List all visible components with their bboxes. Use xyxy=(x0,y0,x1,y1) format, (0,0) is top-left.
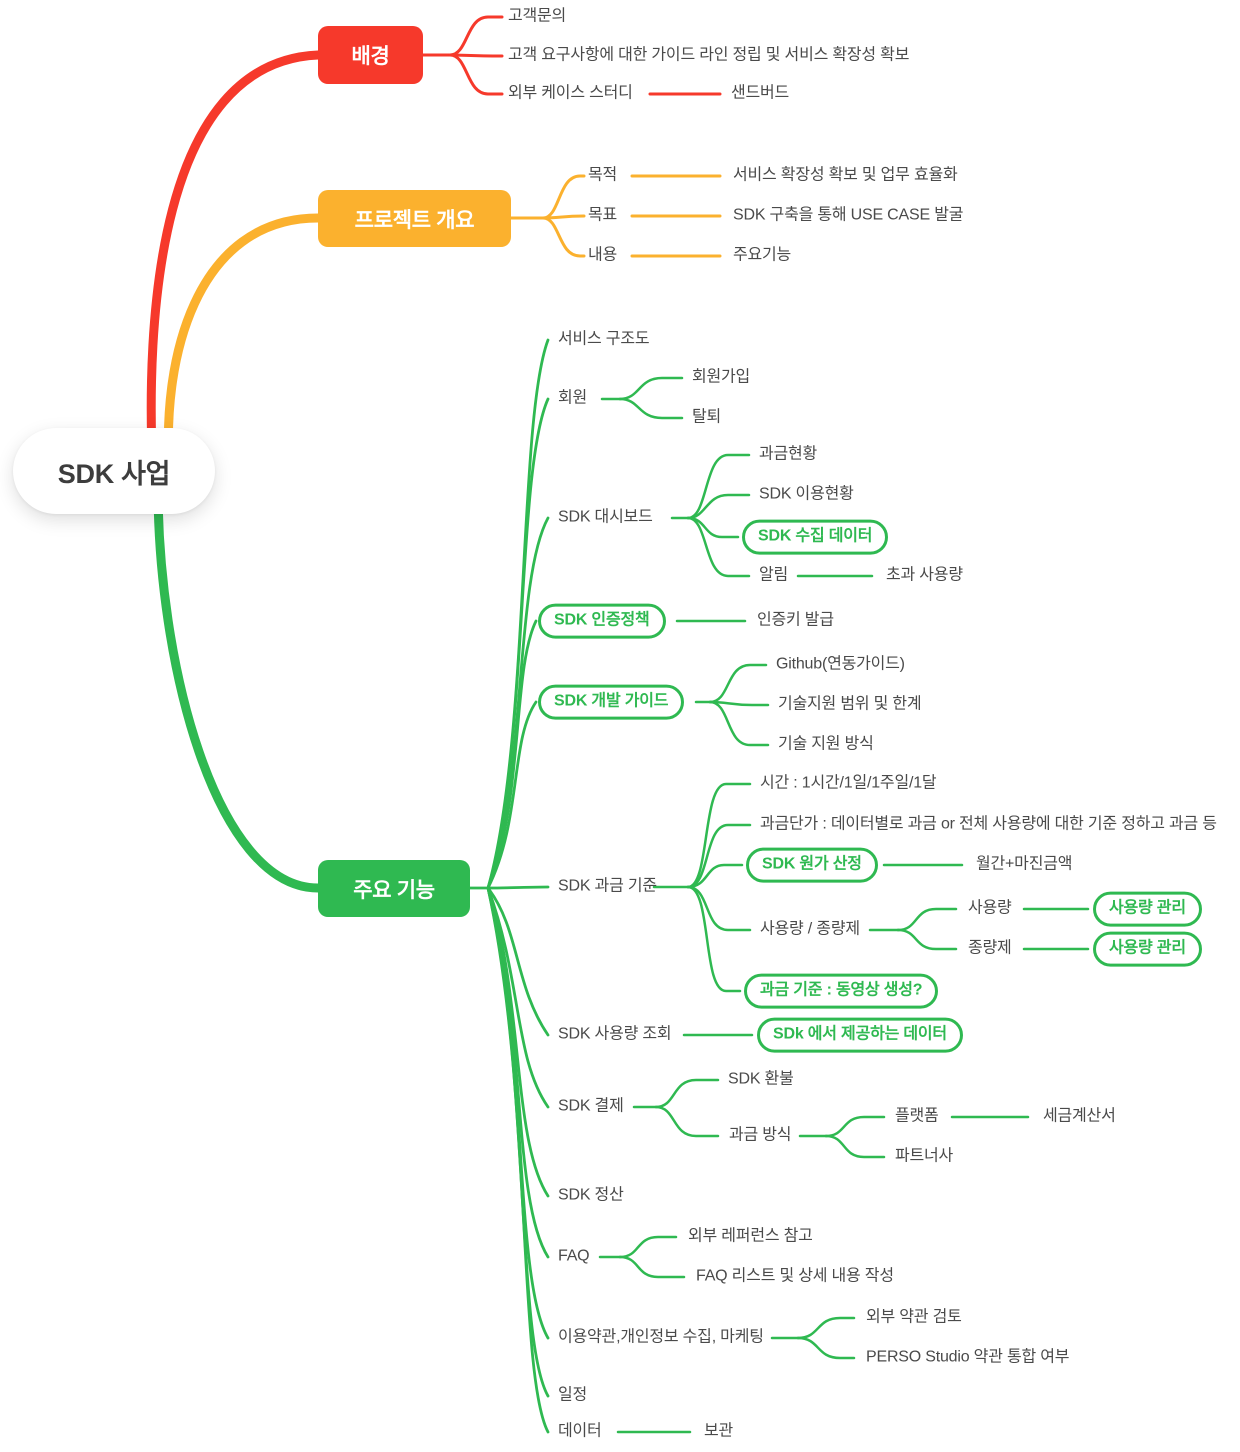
topic-content-detail[interactable]: 주요기능 xyxy=(733,246,792,264)
topic-goal-detail[interactable]: SDK 구축을 통해 USE CASE 발굴 xyxy=(733,206,964,224)
topic-external-case-study[interactable]: 외부 케이스 스터디 xyxy=(508,84,633,102)
topic-time-units[interactable]: 시간 : 1시간/1일/1주일/1달 xyxy=(760,774,937,792)
topic-tech-support-method[interactable]: 기술 지원 방식 xyxy=(778,735,874,753)
topic-billing-method[interactable]: 과금 방식 xyxy=(729,1126,792,1144)
topic-purpose[interactable]: 목적 xyxy=(588,166,618,184)
pill-sdk-collected-data[interactable]: SDK 수집 데이터 xyxy=(742,519,889,555)
pill-sdk-cost-calculation[interactable]: SDK 원가 산정 xyxy=(746,847,878,883)
topic-data[interactable]: 데이터 xyxy=(558,1422,602,1440)
topic-sdk-payment[interactable]: SDK 결제 xyxy=(558,1097,624,1115)
topic-faq-list[interactable]: FAQ 리스트 및 상세 내용 작성 xyxy=(696,1267,894,1285)
root-node[interactable]: SDK 사업 xyxy=(13,428,215,514)
topic-customer-requirements-guideline[interactable]: 고객 요구사항에 대한 가이드 라인 정립 및 서비스 확장성 확보 xyxy=(508,46,910,64)
pill-sdk-dev-guide[interactable]: SDK 개발 가이드 xyxy=(538,684,685,720)
topic-tech-support-scope[interactable]: 기술지원 범위 및 한계 xyxy=(778,695,922,713)
topic-tax-invoice[interactable]: 세금계산서 xyxy=(1043,1107,1116,1125)
topic-platform[interactable]: 플랫폼 xyxy=(895,1107,939,1125)
topic-withdrawal[interactable]: 탈퇴 xyxy=(692,408,722,426)
branch-main-features[interactable]: 주요 기능 xyxy=(318,860,470,917)
pill-sdk-provided-data[interactable]: SDk 에서 제공하는 데이터 xyxy=(757,1017,963,1053)
topic-service-structure[interactable]: 서비스 구조도 xyxy=(558,330,650,348)
topic-sendbird[interactable]: 샌드버드 xyxy=(731,84,790,102)
topic-storage[interactable]: 보관 xyxy=(704,1422,734,1440)
topic-notification[interactable]: 알림 xyxy=(759,566,789,584)
topic-partner[interactable]: 파트너사 xyxy=(895,1147,954,1165)
pill-billing-criteria-video[interactable]: 과금 기준 : 동영상 생성? xyxy=(744,973,939,1009)
topic-usage-metered[interactable]: 사용량 / 종량제 xyxy=(760,920,860,938)
topic-faq[interactable]: FAQ xyxy=(558,1247,590,1265)
pill-usage-management-1[interactable]: 사용량 관리 xyxy=(1093,891,1202,927)
topic-github-guide[interactable]: Github(연동가이드) xyxy=(776,655,905,673)
topic-perso-studio-terms[interactable]: PERSO Studio 약관 통합 여부 xyxy=(866,1348,1070,1366)
pill-sdk-auth-policy[interactable]: SDK 인증정책 xyxy=(538,603,666,639)
topic-external-terms-review[interactable]: 외부 약관 검토 xyxy=(866,1308,962,1326)
topic-sdk-usage-inquiry[interactable]: SDK 사용량 조회 xyxy=(558,1025,672,1043)
topic-metered[interactable]: 종량제 xyxy=(968,939,1012,957)
pill-usage-management-2[interactable]: 사용량 관리 xyxy=(1093,931,1202,967)
topic-monthly-margin[interactable]: 월간+마진금액 xyxy=(976,855,1073,873)
topic-sdk-refund[interactable]: SDK 환불 xyxy=(728,1070,794,1088)
topic-terms-privacy-marketing[interactable]: 이용약관,개인정보 수집, 마케팅 xyxy=(558,1328,764,1346)
branch-background[interactable]: 배경 xyxy=(318,26,423,84)
topic-member[interactable]: 회원 xyxy=(558,389,588,407)
topic-customer-inquiry[interactable]: 고객문의 xyxy=(508,7,567,25)
topic-sdk-settlement[interactable]: SDK 정산 xyxy=(558,1186,624,1204)
topic-goal[interactable]: 목표 xyxy=(588,206,618,224)
topic-schedule[interactable]: 일정 xyxy=(558,1386,588,1404)
topic-sdk-dashboard[interactable]: SDK 대시보드 xyxy=(558,508,653,526)
topic-purpose-detail[interactable]: 서비스 확장성 확보 및 업무 효율화 xyxy=(733,166,958,184)
topic-usage[interactable]: 사용량 xyxy=(968,899,1012,917)
topic-excess-usage[interactable]: 초과 사용량 xyxy=(886,566,963,584)
topic-billing-unit-price[interactable]: 과금단가 : 데이터별로 과금 or 전체 사용량에 대한 기준 정하고 과금 … xyxy=(760,815,1217,833)
topic-billing-status[interactable]: 과금현황 xyxy=(759,445,818,463)
topic-content[interactable]: 내용 xyxy=(588,246,618,264)
branch-project-overview[interactable]: 프로젝트 개요 xyxy=(318,190,511,247)
topic-sdk-billing-criteria[interactable]: SDK 과금 기준 xyxy=(558,877,657,895)
topic-signup[interactable]: 회원가입 xyxy=(692,368,751,386)
topic-auth-key-issue[interactable]: 인증키 발급 xyxy=(757,611,834,629)
topic-external-reference[interactable]: 외부 레퍼런스 참고 xyxy=(688,1227,813,1245)
topic-sdk-usage-status[interactable]: SDK 이용현황 xyxy=(759,485,854,503)
